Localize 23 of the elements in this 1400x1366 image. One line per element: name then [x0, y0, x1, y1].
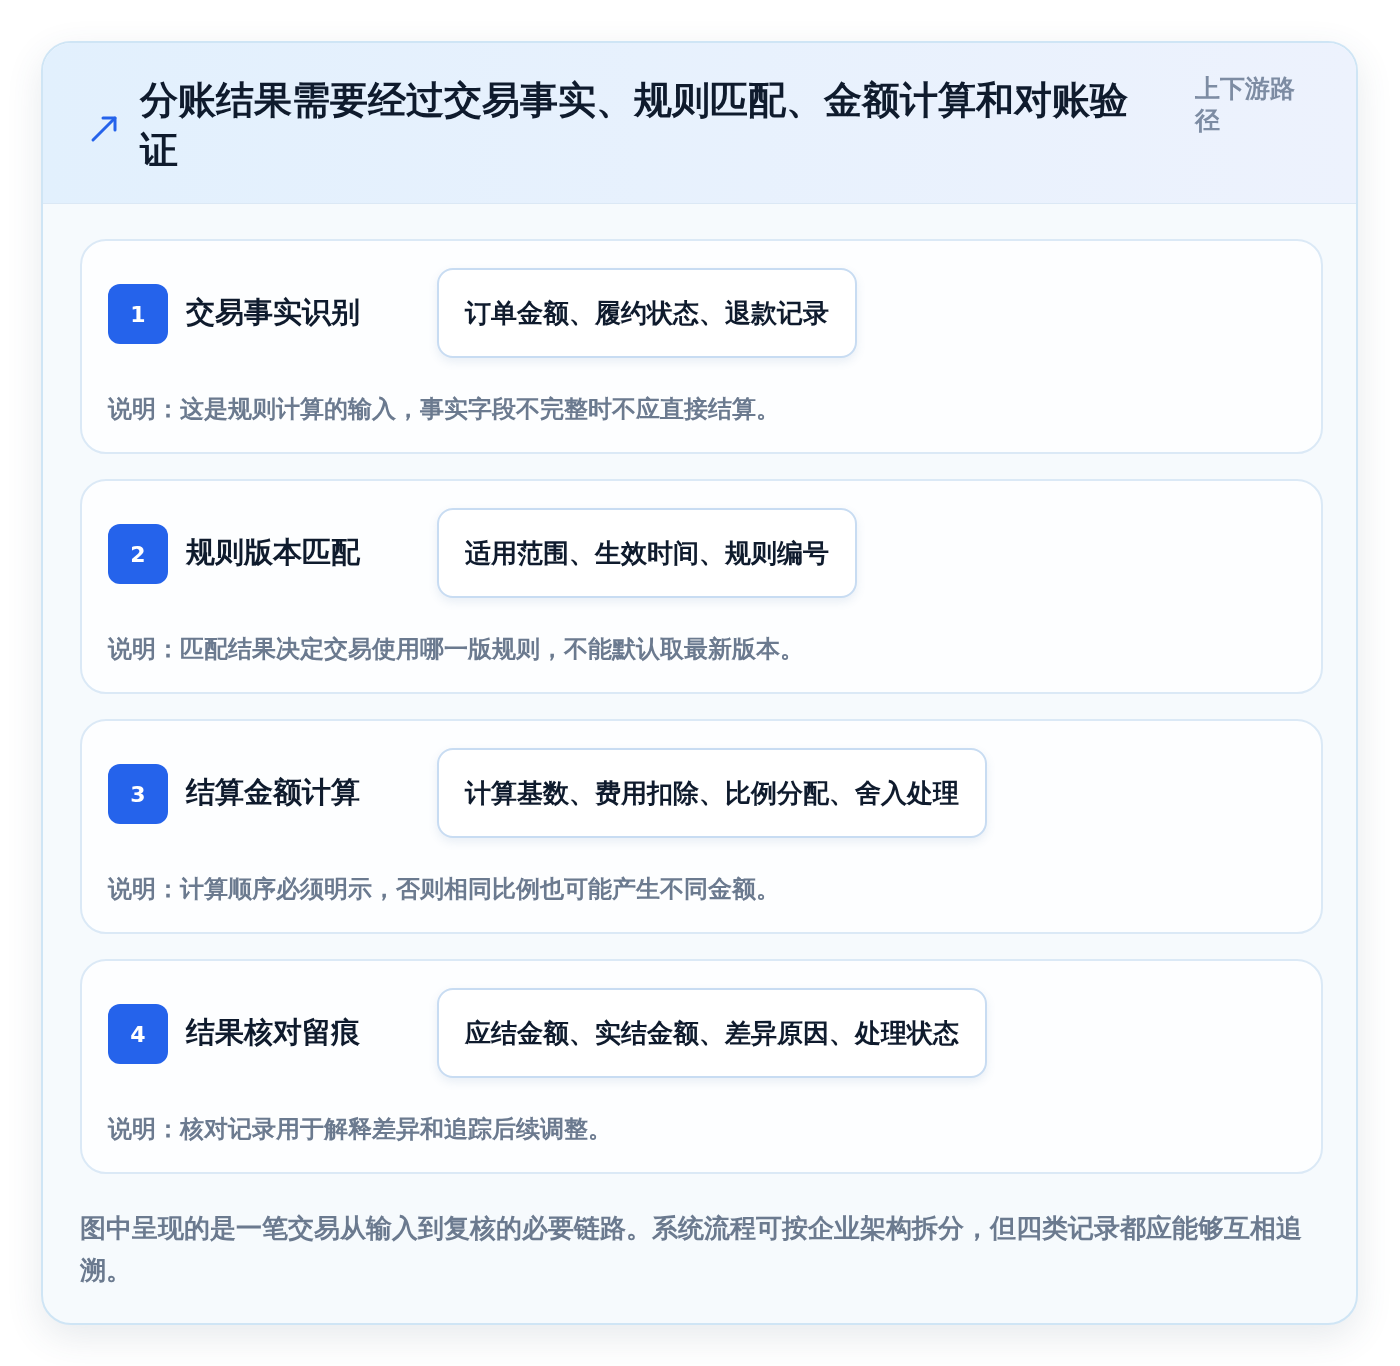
- field-chip: 应结金额、实结金额、差异原因、处理状态: [437, 988, 987, 1078]
- tag-label: 上下游路径: [1195, 73, 1296, 137]
- field-chip: 适用范围、生效时间、规则编号: [437, 508, 857, 598]
- step-number-badge: 2: [108, 524, 168, 584]
- step-note: 说明：计算顺序必须明示，否则相同比例也可能产生不同金额。: [108, 874, 780, 905]
- step-title: 交易事实识别: [186, 294, 360, 331]
- field-chip: 计算基数、费用扣除、比例分配、舍入处理: [437, 748, 987, 838]
- step-card: [80, 719, 1323, 934]
- step-card: [80, 959, 1323, 1174]
- step-card: [80, 479, 1323, 694]
- title: 分账结果需要经过交易事实、规则匹配、金额计算和对账验证: [140, 77, 1129, 174]
- step-number-badge: 4: [108, 1004, 168, 1064]
- step-title: 结果核对留痕: [186, 1014, 360, 1051]
- step-number-badge: 3: [108, 764, 168, 824]
- step-title: 规则版本匹配: [186, 534, 360, 571]
- field-chip: 订单金额、履约状态、退款记录: [437, 268, 857, 358]
- footer-note: 图中呈现的是一笔交易从输入到复核的必要链路。系统流程可按企业架构拆分，但四类记录都应能够互相追溯。: [80, 1212, 1303, 1287]
- step-note: 说明：这是规则计算的输入，事实字段不完整时不应直接结算。: [108, 394, 780, 425]
- step-note: 说明：匹配结果决定交易使用哪一版规则，不能默认取最新版本。: [108, 634, 804, 665]
- step-number-badge: 1: [108, 284, 168, 344]
- step-note: 说明：核对记录用于解释差异和追踪后续调整。: [108, 1114, 612, 1145]
- step-card: [80, 239, 1323, 454]
- step-title: 结算金额计算: [186, 774, 360, 811]
